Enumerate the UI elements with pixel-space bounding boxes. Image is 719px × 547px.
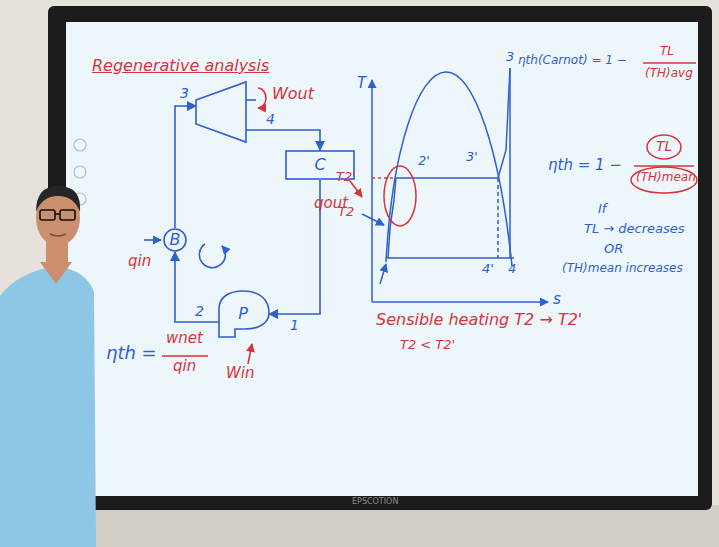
board-bezel xyxy=(48,6,712,510)
ts-diagram xyxy=(362,68,548,302)
boiler-circle: B xyxy=(163,228,187,252)
efficiency-marks xyxy=(631,167,697,193)
cycle-symbols xyxy=(246,99,256,101)
board-label: Win xyxy=(226,366,255,381)
state-number: 4 xyxy=(266,112,275,126)
cycle-symbols xyxy=(162,355,208,357)
pump-shape: P xyxy=(215,289,271,339)
node-outline xyxy=(196,82,246,142)
cycle-symbols xyxy=(350,181,362,197)
turbine-shape: Wout xyxy=(196,82,246,142)
ts-diagram xyxy=(372,177,394,179)
board-label: 2' xyxy=(418,154,430,167)
lecturer xyxy=(50,234,66,236)
ts-diagram xyxy=(497,178,499,258)
board-label: ηth(Carnot) = 1 − xyxy=(518,54,627,66)
slide-title: Regenerative analysis xyxy=(92,58,269,74)
efficiency-marks xyxy=(647,135,681,159)
efficiency-marks xyxy=(643,62,696,64)
board-label: TL → decreases xyxy=(584,222,685,235)
flow-line xyxy=(175,106,196,228)
node-text: C xyxy=(314,157,325,173)
node-text: B xyxy=(170,232,181,248)
lecturer xyxy=(0,266,96,547)
board-label: 4 xyxy=(508,262,516,275)
cycle-symbols xyxy=(258,88,266,108)
board-label: EPSCOTION xyxy=(352,498,398,506)
board-label: (TH)mean increases xyxy=(562,262,683,274)
board-label: (TH)mean xyxy=(636,171,696,183)
lecturer xyxy=(36,186,80,212)
board-label: qin xyxy=(173,359,196,374)
node-text: Wout xyxy=(272,86,314,102)
board-label: OR xyxy=(604,242,623,255)
board-label: 3 xyxy=(506,50,514,63)
ts-diagram xyxy=(386,72,512,266)
ts-diagram xyxy=(371,80,373,302)
lecturer xyxy=(55,213,60,215)
board-label: qin xyxy=(128,254,151,269)
board-label: T2' xyxy=(336,170,356,183)
lecturer xyxy=(60,210,75,220)
board-label: ηth = 1 − xyxy=(548,158,622,173)
board-label: T xyxy=(357,76,366,91)
pump-shape-outline xyxy=(219,291,269,337)
floor xyxy=(0,505,719,547)
board-screen xyxy=(66,22,698,496)
board-label: ηth = xyxy=(106,344,157,362)
node-text: P xyxy=(238,306,248,322)
board-label: If xyxy=(598,202,606,215)
lecturer xyxy=(0,186,96,547)
board-label: s xyxy=(553,292,561,307)
flow-line xyxy=(269,180,320,314)
state-number: 2 xyxy=(195,304,204,318)
board-label: T2 xyxy=(338,205,354,218)
cycle-symbols xyxy=(144,88,362,364)
state-number: 3 xyxy=(180,86,189,100)
cycle-symbols xyxy=(199,244,225,268)
board-label: TL xyxy=(660,45,674,57)
cycle-symbols xyxy=(248,344,252,364)
ts-diagram xyxy=(388,68,510,258)
state-number: 1 xyxy=(290,318,299,332)
board-label: (TH)avg xyxy=(645,67,693,79)
flow-line xyxy=(175,252,219,322)
board-label: Sensible heating T2 → T2' xyxy=(376,312,582,328)
board-label: T2 < T2' xyxy=(400,338,455,351)
ts-diagram xyxy=(384,166,416,226)
flow-line xyxy=(246,130,320,150)
ts-diagram xyxy=(509,68,511,258)
board-label: TL xyxy=(656,139,672,153)
side-icons xyxy=(74,166,86,178)
board-label: 3' xyxy=(466,150,478,163)
lecturer xyxy=(40,210,55,220)
cycle-symbols xyxy=(144,239,161,241)
ts-diagram xyxy=(380,264,386,284)
board-label: 4' xyxy=(482,262,494,275)
board-label: wnet xyxy=(166,331,203,346)
ts-diagram xyxy=(372,301,548,303)
boiler-circle-outline xyxy=(164,229,186,251)
ts-diagram xyxy=(362,214,384,225)
efficiency-marks xyxy=(631,63,697,193)
ts-diagram xyxy=(386,257,514,259)
turbine-shape-outline xyxy=(196,82,246,142)
side-icons xyxy=(74,139,86,151)
